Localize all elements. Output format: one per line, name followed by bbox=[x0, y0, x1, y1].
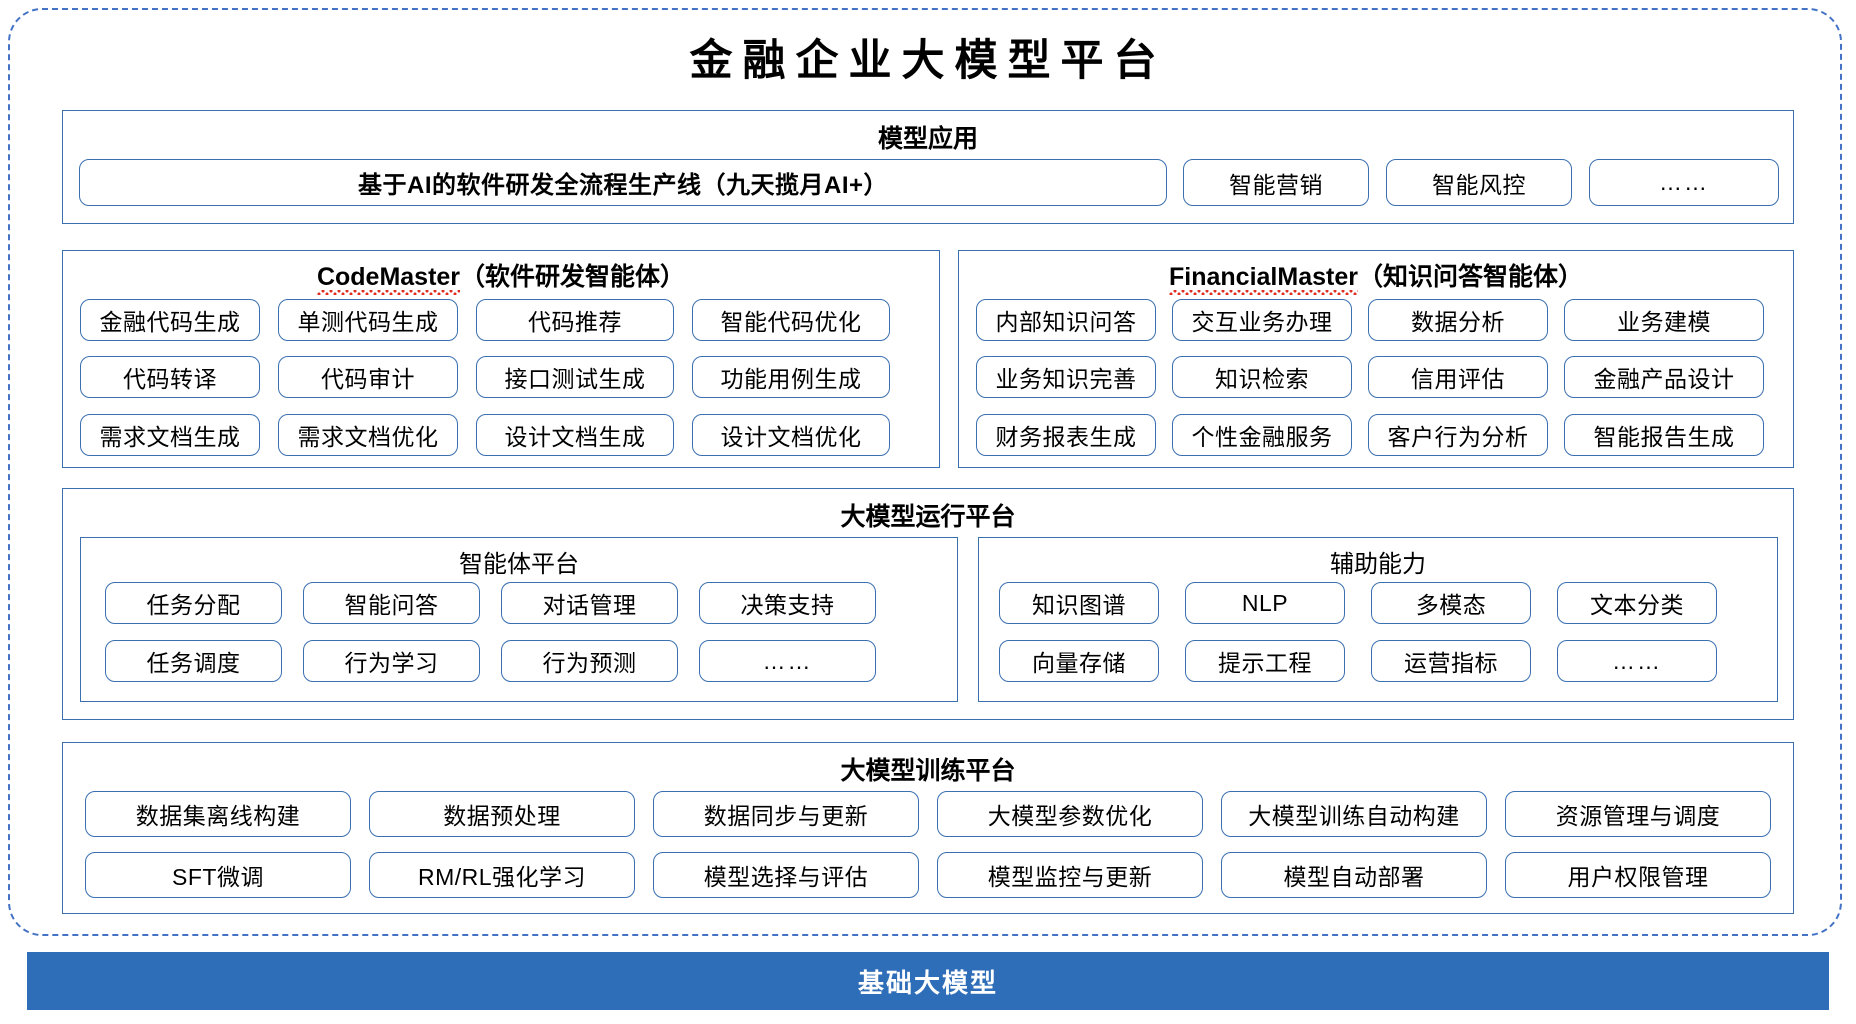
chip-tp-0-1[interactable]: 数据预处理 bbox=[369, 791, 635, 837]
chip-cm-1-2[interactable]: 接口测试生成 bbox=[476, 356, 674, 398]
chip-fm-1-1[interactable]: 知识检索 bbox=[1172, 356, 1352, 398]
chip-ap-1-0[interactable]: 任务调度 bbox=[105, 640, 282, 682]
chip-tp-1-1[interactable]: RM/RL强化学习 bbox=[369, 852, 635, 898]
chip-cm-1-3[interactable]: 功能用例生成 bbox=[692, 356, 890, 398]
chip-fm-0-1[interactable]: 交互业务办理 bbox=[1172, 299, 1352, 341]
panel-agent-platform: 智能体平台 任务分配 智能问答 对话管理 决策支持 任务调度 行为学习 行为预测… bbox=[80, 537, 958, 702]
chip-smart-marketing[interactable]: 智能营销 bbox=[1183, 159, 1369, 206]
code-master-name: CodeMaster bbox=[316, 263, 461, 295]
financial-master-suffix: （知识问答智能体） bbox=[1357, 263, 1583, 291]
chip-ap-0-1[interactable]: 智能问答 bbox=[303, 582, 480, 624]
chip-aa-1-1[interactable]: 提示工程 bbox=[1185, 640, 1345, 682]
chip-cm-1-0[interactable]: 代码转译 bbox=[80, 356, 260, 398]
chip-ap-1-2[interactable]: 行为预测 bbox=[501, 640, 678, 682]
chip-ap-0-0[interactable]: 任务分配 bbox=[105, 582, 282, 624]
chip-cm-2-0[interactable]: 需求文档生成 bbox=[80, 414, 260, 456]
chip-tp-0-0[interactable]: 数据集离线构建 bbox=[85, 791, 351, 837]
chip-cm-2-1[interactable]: 需求文档优化 bbox=[278, 414, 458, 456]
chip-cm-0-3[interactable]: 智能代码优化 bbox=[692, 299, 890, 341]
chip-aa-1-0[interactable]: 向量存储 bbox=[999, 640, 1159, 682]
panel-runtime-platform: 大模型运行平台 智能体平台 任务分配 智能问答 对话管理 决策支持 任务调度 行… bbox=[62, 488, 1794, 720]
agent-platform-header: 智能体平台 bbox=[459, 551, 579, 578]
chip-aa-0-0[interactable]: 知识图谱 bbox=[999, 582, 1159, 624]
code-master-title: CodeMaster（软件研发智能体） bbox=[63, 257, 939, 295]
chip-fm-2-0[interactable]: 财务报表生成 bbox=[976, 414, 1156, 456]
chip-fm-0-2[interactable]: 数据分析 bbox=[1368, 299, 1548, 341]
chip-cm-1-1[interactable]: 代码审计 bbox=[278, 356, 458, 398]
financial-master-name: FinancialMaster bbox=[1169, 263, 1358, 295]
panel-code-master: CodeMaster（软件研发智能体） 金融代码生成 单测代码生成 代码推荐 智… bbox=[62, 250, 940, 468]
panel-training-platform: 大模型训练平台 数据集离线构建 数据预处理 数据同步与更新 大模型参数优化 大模… bbox=[62, 742, 1794, 914]
model-application-header: 模型应用 bbox=[877, 125, 978, 153]
panel-auxiliary-ability: 辅助能力 知识图谱 NLP 多模态 文本分类 向量存储 提示工程 运营指标 …… bbox=[978, 537, 1778, 702]
auxiliary-ability-header: 辅助能力 bbox=[1330, 551, 1426, 578]
chip-aa-1-3[interactable]: …… bbox=[1557, 640, 1717, 682]
chip-fm-0-0[interactable]: 内部知识问答 bbox=[976, 299, 1156, 341]
chip-fm-2-3[interactable]: 智能报告生成 bbox=[1564, 414, 1764, 456]
chip-fm-1-2[interactable]: 信用评估 bbox=[1368, 356, 1548, 398]
panel-financial-master: FinancialMaster（知识问答智能体） 内部知识问答 交互业务办理 数… bbox=[958, 250, 1794, 468]
page-title: 金融企业大模型平台 bbox=[689, 36, 1167, 86]
chip-cm-0-1[interactable]: 单测代码生成 bbox=[278, 299, 458, 341]
chip-smart-risk-control[interactable]: 智能风控 bbox=[1386, 159, 1572, 206]
chip-fm-2-1[interactable]: 个性金融服务 bbox=[1172, 414, 1352, 456]
chip-aa-1-2[interactable]: 运营指标 bbox=[1371, 640, 1531, 682]
chip-tp-0-2[interactable]: 数据同步与更新 bbox=[653, 791, 919, 837]
chip-fm-0-3[interactable]: 业务建模 bbox=[1564, 299, 1764, 341]
chip-tp-1-2[interactable]: 模型选择与评估 bbox=[653, 852, 919, 898]
chip-ap-0-2[interactable]: 对话管理 bbox=[501, 582, 678, 624]
chip-tp-1-4[interactable]: 模型自动部署 bbox=[1221, 852, 1487, 898]
chip-cm-2-3[interactable]: 设计文档优化 bbox=[692, 414, 890, 456]
chip-aa-0-3[interactable]: 文本分类 bbox=[1557, 582, 1717, 624]
chip-ap-0-3[interactable]: 决策支持 bbox=[699, 582, 876, 624]
base-model-band: 基础大模型 bbox=[27, 952, 1829, 1010]
chip-fm-1-3[interactable]: 金融产品设计 bbox=[1564, 356, 1764, 398]
chip-aa-0-2[interactable]: 多模态 bbox=[1371, 582, 1531, 624]
base-model-label: 基础大模型 bbox=[857, 967, 998, 998]
chip-tp-0-3[interactable]: 大模型参数优化 bbox=[937, 791, 1203, 837]
chip-fm-1-0[interactable]: 业务知识完善 bbox=[976, 356, 1156, 398]
chip-tp-0-5[interactable]: 资源管理与调度 bbox=[1505, 791, 1771, 837]
chip-ap-1-3[interactable]: …… bbox=[699, 640, 876, 682]
training-platform-header: 大模型训练平台 bbox=[840, 757, 1016, 785]
chip-tp-0-4[interactable]: 大模型训练自动构建 bbox=[1221, 791, 1487, 837]
panel-model-application: 模型应用 基于AI的软件研发全流程生产线（九天揽月AI+） 智能营销 智能风控 … bbox=[62, 110, 1794, 224]
chip-ap-1-1[interactable]: 行为学习 bbox=[303, 640, 480, 682]
outer-dashed-frame bbox=[8, 8, 1842, 936]
chip-cm-2-2[interactable]: 设计文档生成 bbox=[476, 414, 674, 456]
chip-aa-0-1[interactable]: NLP bbox=[1185, 582, 1345, 624]
chip-tp-1-5[interactable]: 用户权限管理 bbox=[1505, 852, 1771, 898]
chip-fm-2-2[interactable]: 客户行为分析 bbox=[1368, 414, 1548, 456]
runtime-platform-header: 大模型运行平台 bbox=[840, 503, 1016, 531]
chip-cm-0-0[interactable]: 金融代码生成 bbox=[80, 299, 260, 341]
financial-master-title: FinancialMaster（知识问答智能体） bbox=[959, 257, 1793, 295]
chip-tp-1-3[interactable]: 模型监控与更新 bbox=[937, 852, 1203, 898]
chip-cm-0-2[interactable]: 代码推荐 bbox=[476, 299, 674, 341]
chip-more-applications[interactable]: …… bbox=[1589, 159, 1779, 206]
chip-ai-production-line[interactable]: 基于AI的软件研发全流程生产线（九天揽月AI+） bbox=[79, 159, 1167, 206]
code-master-suffix: （软件研发智能体） bbox=[460, 263, 686, 291]
chip-tp-1-0[interactable]: SFT微调 bbox=[85, 852, 351, 898]
